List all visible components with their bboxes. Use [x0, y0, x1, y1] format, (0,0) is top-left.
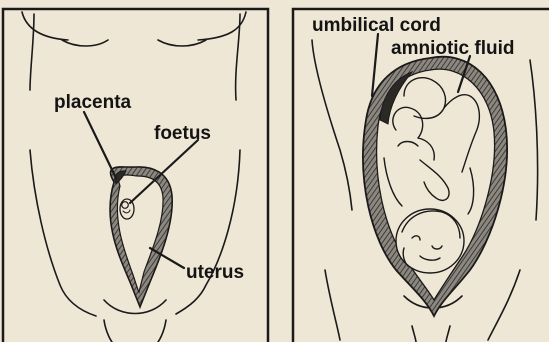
placenta-pointer-line: [84, 112, 116, 178]
right-uterus: [363, 57, 507, 316]
right-panel: umbilical cord amniotic fluid: [293, 9, 549, 342]
label-placenta: placenta: [54, 92, 132, 113]
left-panel: placenta foetus uterus: [3, 9, 268, 342]
label-umbilical-cord: umbilical cord: [312, 15, 441, 36]
label-uterus: uterus: [186, 262, 244, 283]
label-amniotic-fluid: amniotic fluid: [391, 38, 515, 59]
left-uterus: [110, 167, 172, 307]
label-foetus: foetus: [154, 123, 211, 144]
umbilical-cord-pointer-line: [372, 34, 378, 96]
